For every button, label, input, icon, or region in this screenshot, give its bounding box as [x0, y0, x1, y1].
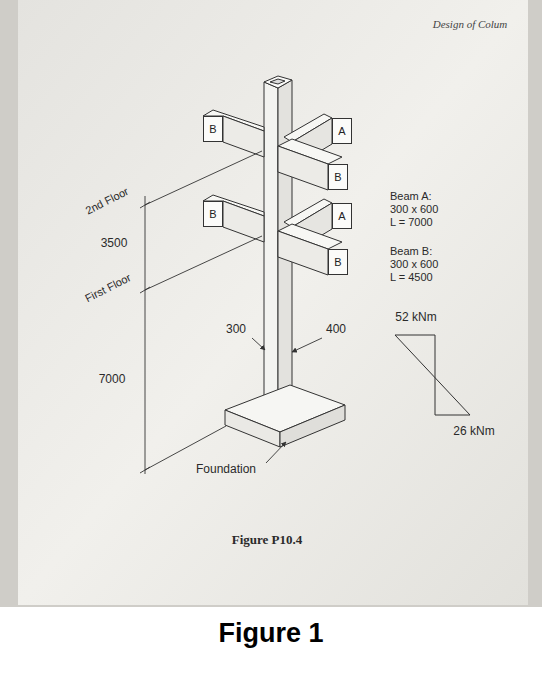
dimension-text: 300 — [226, 323, 246, 337]
beam-letter: A — [338, 126, 345, 137]
dimension-text: 7000 — [99, 373, 126, 387]
beam-letter: A — [338, 211, 345, 222]
beam-spec: L = 7000 — [390, 216, 433, 229]
figure-caption: Figure 1 — [218, 618, 323, 649]
beam-letter: B — [209, 209, 216, 220]
second-floor-beams — [203, 110, 342, 190]
moment-diagram — [395, 335, 470, 415]
beam-letter: B — [334, 257, 341, 268]
photo-ground — [0, 0, 542, 607]
foundation-pad — [225, 385, 345, 447]
beam-spec: Beam A: — [390, 190, 432, 203]
beam-spec: Beam B: — [390, 245, 432, 258]
beam-spec: L = 4500 — [390, 271, 433, 284]
first-floor-beams — [203, 195, 342, 275]
beam-letter: B — [334, 172, 341, 183]
beam-end-face: B — [328, 164, 348, 190]
dimension-lines — [140, 151, 262, 474]
moment-value: 52 kNm — [395, 311, 436, 325]
leader-lines — [252, 338, 322, 463]
beam-spec: 300 x 600 — [390, 203, 438, 216]
beam-end-face: B — [203, 201, 223, 227]
book-page — [18, 0, 528, 605]
dimension-text: 3500 — [101, 237, 128, 251]
figure-number: Figure P10.4 — [232, 533, 303, 548]
running-header: Design of Colum — [433, 18, 508, 31]
beam-spec: 300 x 600 — [390, 258, 438, 271]
beam-end-face: B — [328, 249, 348, 275]
beam-letter: B — [209, 124, 216, 135]
beam-end-face: A — [332, 118, 352, 144]
beam-end-face: A — [332, 203, 352, 229]
beam-end-face: B — [203, 116, 223, 142]
foundation-label: Foundation — [196, 463, 256, 477]
dimension-text: 400 — [326, 323, 346, 337]
moment-value: 26 kNm — [453, 425, 494, 439]
